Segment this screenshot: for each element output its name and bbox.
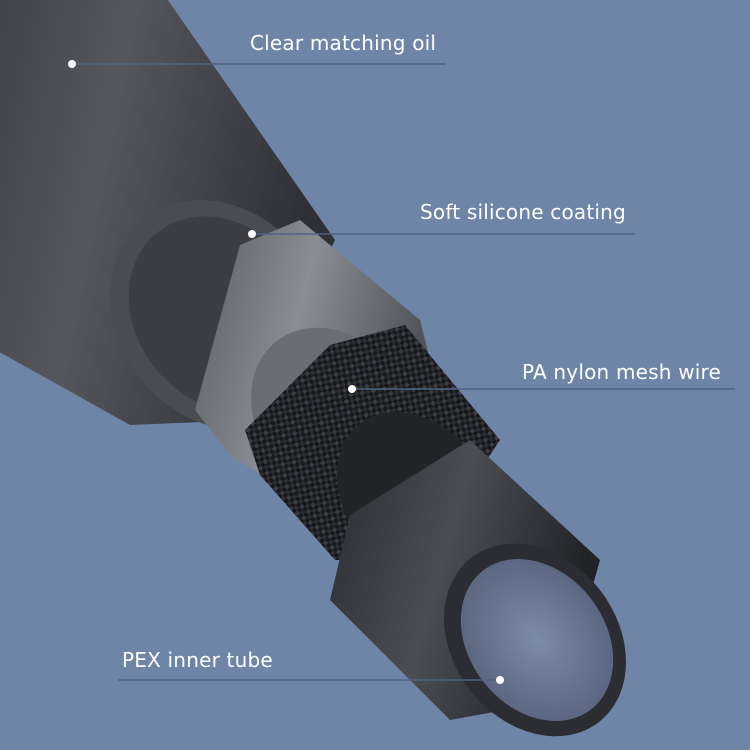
- callout-dot-silicone: [248, 230, 256, 238]
- callout-dot-oil: [68, 60, 76, 68]
- callout-dot-pex: [496, 676, 504, 684]
- label-pa-nylon-mesh-wire: PA nylon mesh wire: [522, 360, 721, 384]
- callout-dot-nylon: [348, 385, 356, 393]
- label-soft-silicone-coating: Soft silicone coating: [420, 200, 626, 224]
- label-clear-matching-oil: Clear matching oil: [250, 31, 436, 55]
- label-pex-inner-tube: PEX inner tube: [122, 648, 273, 672]
